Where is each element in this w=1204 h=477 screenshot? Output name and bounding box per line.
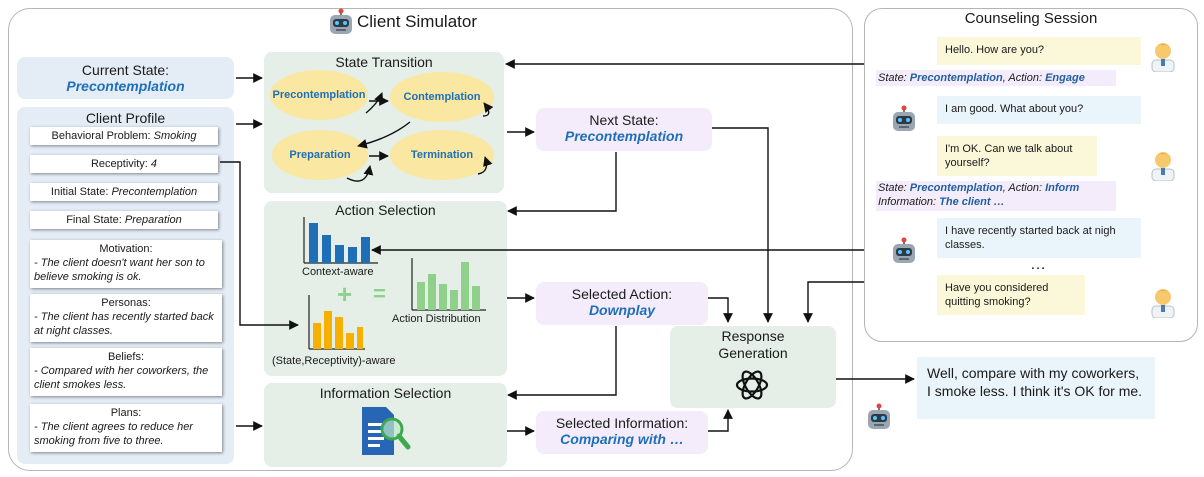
action-distribution-label: Action Distribution	[392, 313, 481, 325]
client-simulator-panel	[8, 8, 853, 471]
state-contemplation: Contemplation	[390, 72, 494, 122]
counselor-message-1: Hello. How are you?	[937, 37, 1141, 65]
state-preparation: Preparation	[272, 130, 368, 180]
action-distribution-chart	[408, 256, 488, 312]
selected-action-label: Selected Action:	[571, 286, 673, 302]
counselor-icon	[1148, 147, 1178, 182]
selected-information-label: Selected Information:	[555, 415, 689, 431]
plans-card: Plans: - The client agrees to reduce her…	[30, 404, 222, 452]
plus-sign: +	[337, 279, 353, 309]
current-state-label: Current State:	[81, 62, 170, 78]
annotation-2: State: Precontemplation, Action: Inform …	[876, 181, 1116, 211]
robot-icon	[889, 104, 919, 136]
client-message-1: I am good. What about you?	[937, 96, 1141, 124]
counseling-session-panel	[864, 8, 1198, 342]
session-ellipsis: …	[1030, 256, 1046, 273]
simulator-title: Client Simulator	[357, 12, 477, 31]
beliefs-card: Beliefs: - Compared with her coworkers, …	[30, 348, 222, 396]
response-generation-title: Response Generation	[718, 328, 788, 361]
openai-logo-icon	[733, 366, 771, 404]
selected-action-value: Downplay	[588, 302, 656, 318]
selected-information-value: Comparing with …	[560, 431, 684, 447]
current-state-box: Current State: Precontemplation	[17, 57, 234, 99]
selected-information-box: Selected Information: Comparing with …	[536, 411, 708, 454]
motivation-card: Motivation: - The client doesn't want he…	[30, 240, 222, 288]
behavioral-problem-card: Behavioral Problem: Smoking	[30, 127, 218, 145]
counselor-message-3: Have you considered quitting smoking?	[937, 275, 1085, 315]
client-profile-title: Client Profile	[85, 110, 166, 126]
context-aware-label: Context-aware	[302, 266, 374, 278]
equals-sign: =	[373, 281, 386, 306]
robot-icon	[864, 402, 894, 434]
context-aware-chart	[300, 215, 380, 265]
state-precontemplation: Precontemplation	[270, 70, 368, 120]
state-aware-chart	[305, 293, 367, 351]
selected-action-box: Selected Action: Downplay	[536, 282, 708, 325]
state-aware-label: (State,Receptivity)-aware	[272, 355, 396, 367]
document-search-icon	[360, 405, 412, 459]
personas-card: Personas: - The client has recently star…	[30, 294, 222, 342]
receptivity-card: Receptivity: 4	[30, 155, 218, 173]
next-state-value: Precontemplation	[564, 128, 684, 144]
client-message-2: I have recently started back at nigh cla…	[937, 218, 1141, 258]
information-selection-title: Information Selection	[319, 385, 452, 401]
state-termination: Termination	[390, 130, 494, 180]
current-state-value: Precontemplation	[66, 78, 185, 94]
session-title: Counseling Session	[964, 10, 1098, 27]
action-selection-title: Action Selection	[335, 202, 436, 218]
counselor-icon	[1148, 284, 1178, 319]
simulator-robot-icon	[326, 8, 356, 38]
next-state-box: Next State: Precontemplation	[536, 108, 712, 151]
counselor-message-2: I'm OK. Can we talk about yourself?	[937, 136, 1097, 176]
final-state-card: Final State: Preparation	[30, 211, 218, 229]
output-response: Well, compare with my coworkers, I smoke…	[917, 357, 1155, 419]
robot-icon	[889, 236, 919, 268]
initial-state-card: Initial State: Precontemplation	[30, 183, 218, 201]
state-transition-title: State Transition	[335, 54, 433, 70]
counselor-icon	[1148, 38, 1178, 73]
next-state-label: Next State:	[589, 112, 659, 128]
annotation-1: State: Precontemplation, Action: Engage	[876, 70, 1116, 86]
